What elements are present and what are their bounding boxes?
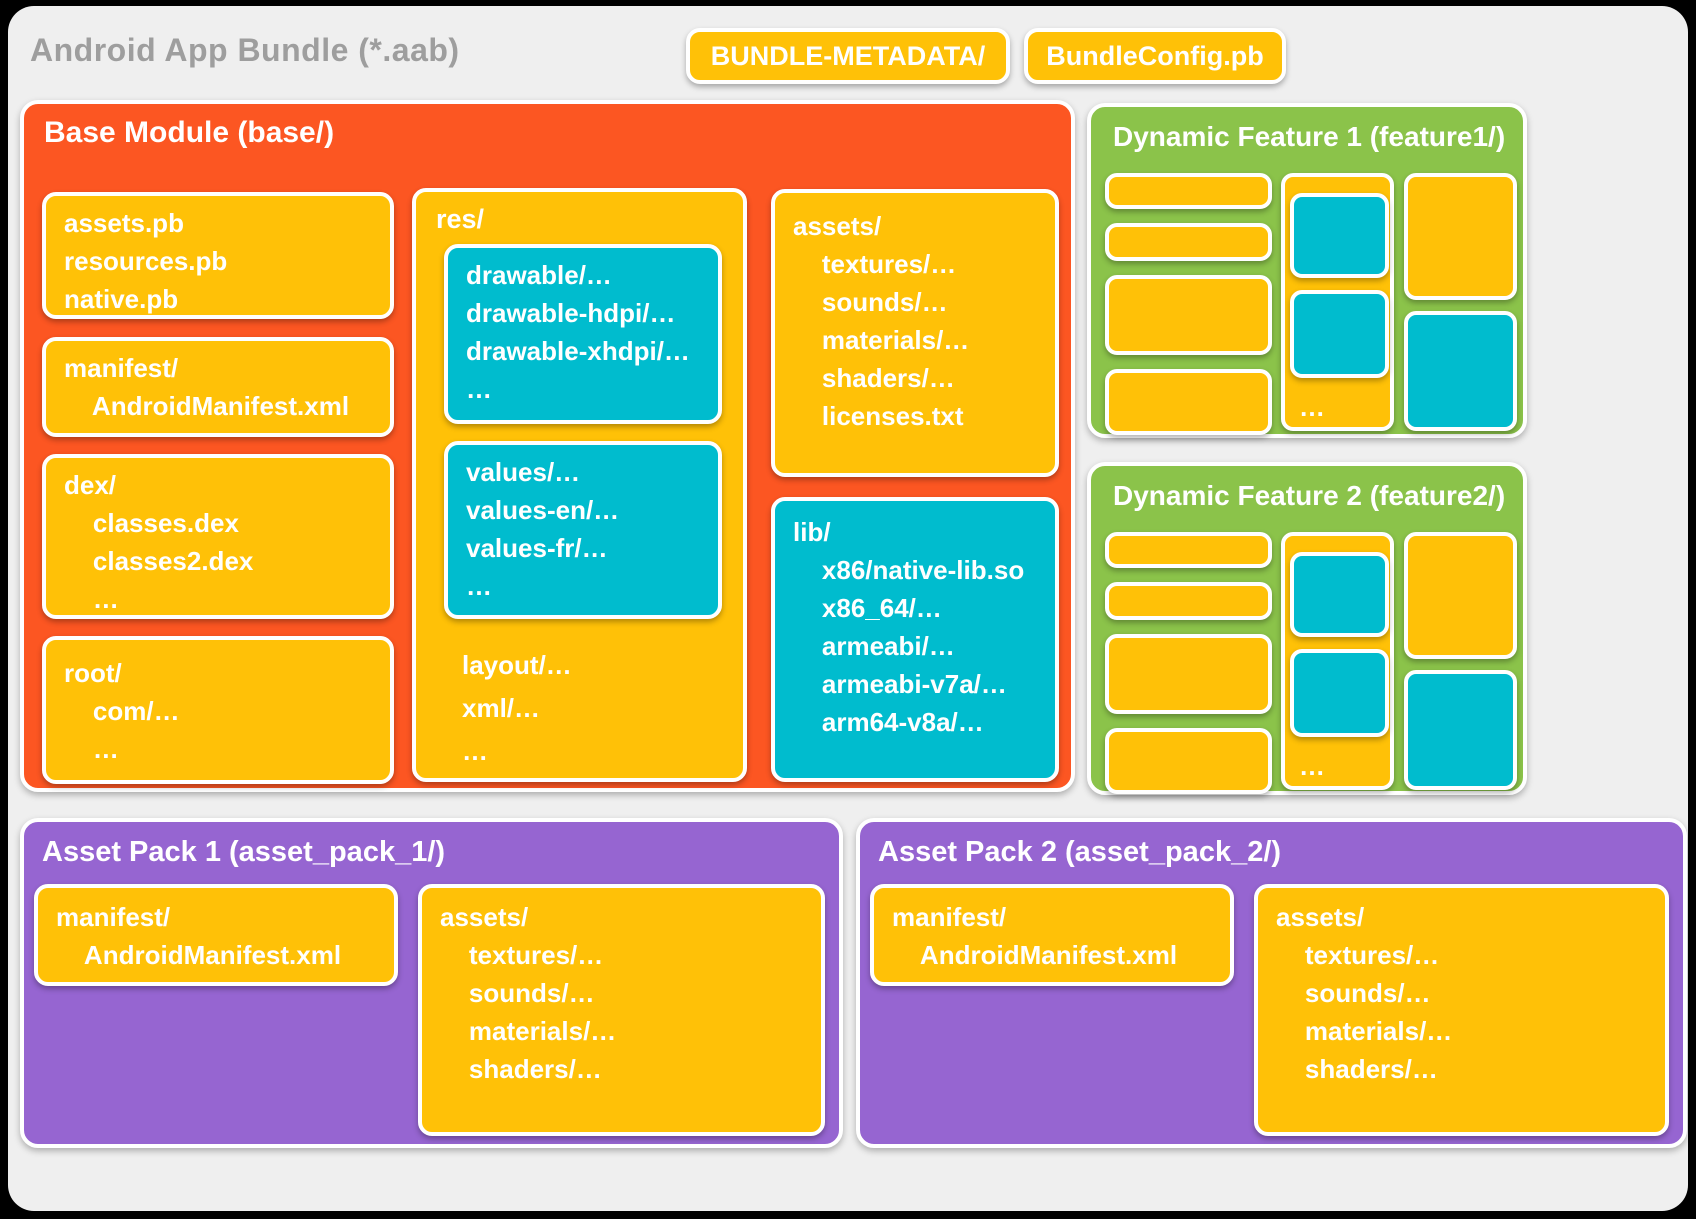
page-title: Android App Bundle (*.aab): [30, 32, 460, 68]
mini-ellipsis-label: …: [1299, 751, 1325, 781]
protos-box: assets.pb resources.pb native.pb: [42, 192, 394, 319]
bundle-config-box: BundleConfig.pb: [1024, 28, 1286, 84]
text-line: drawable-hdpi/…: [466, 298, 676, 328]
text-line: AndroidManifest.xml: [64, 391, 350, 421]
text-line: layout/…: [462, 650, 572, 680]
text-line: sounds/…: [1276, 978, 1431, 1008]
asset-pack-2-title: Asset Pack 2 (asset_pack_2/): [878, 836, 1282, 868]
mini-cyan-box: [1290, 552, 1389, 637]
mini-yellow-box: [1105, 223, 1272, 261]
text-line: resources.pb: [64, 246, 228, 276]
root-box: root/ com/… …: [42, 636, 394, 784]
text-line: root/: [64, 658, 122, 688]
text-line: manifest/: [64, 353, 179, 383]
text-line: AndroidManifest.xml: [56, 940, 342, 970]
res-label: res/: [436, 204, 485, 234]
mini-yellow-box: [1404, 173, 1517, 300]
text-line: x86_64/…: [793, 593, 942, 623]
asset-pack-2-section: Asset Pack 2 (asset_pack_2/) manifest/ A…: [856, 818, 1687, 1148]
dynamic-feature-2-title: Dynamic Feature 2 (feature2/): [1113, 480, 1506, 511]
mini-yellow-box: [1105, 369, 1272, 435]
text-line: drawable-xhdpi/…: [466, 336, 690, 366]
text-line: assets.pb: [64, 208, 184, 238]
text-line: arm64-v8a/…: [793, 707, 984, 737]
mini-ellipsis-label: …: [1299, 392, 1325, 422]
text-line: com/…: [64, 696, 180, 726]
text-line: materials/…: [793, 325, 970, 355]
pack-assets-box: assets/ textures/… sounds/… materials/… …: [418, 884, 825, 1136]
dynamic-feature-2-section: Dynamic Feature 2 (feature2/) …: [1087, 462, 1527, 795]
text-line: manifest/: [892, 902, 1007, 932]
mini-res-box: …: [1281, 532, 1394, 790]
text-line: shaders/…: [440, 1054, 602, 1084]
pack-assets-box: assets/ textures/… sounds/… materials/… …: [1254, 884, 1669, 1136]
text-line: …: [462, 736, 488, 766]
lib-box: lib/ x86/native-lib.so x86_64/… armeabi/…: [771, 497, 1059, 782]
res-box: res/ drawable/… drawable-hdpi/… drawable-x…: [412, 188, 747, 782]
mini-yellow-box: [1105, 728, 1272, 794]
text-line: …: [466, 374, 492, 404]
text-line: sounds/…: [793, 287, 948, 317]
mini-yellow-box: [1105, 634, 1272, 714]
mini-yellow-box: [1105, 532, 1272, 568]
mini-yellow-box: [1404, 532, 1517, 659]
mini-cyan-box: [1404, 670, 1517, 790]
text-line: classes.dex: [64, 508, 239, 538]
text-line: manifest/: [56, 902, 171, 932]
asset-pack-1-section: Asset Pack 1 (asset_pack_1/) manifest/ A…: [20, 818, 843, 1148]
text-line: textures/…: [440, 940, 604, 970]
bundle-metadata-box: BUNDLE-METADATA/: [686, 28, 1010, 84]
text-line: sounds/…: [440, 978, 595, 1008]
text-line: assets/: [1276, 902, 1365, 932]
text-line: …: [64, 734, 119, 764]
text-line: values/…: [466, 457, 581, 487]
mini-cyan-box: [1290, 649, 1389, 737]
text-line: assets/: [793, 211, 882, 241]
text-line: shaders/…: [793, 363, 955, 393]
mini-yellow-box: [1105, 582, 1272, 620]
mini-cyan-box: [1404, 311, 1517, 431]
mini-cyan-box: [1290, 193, 1389, 278]
text-line: …: [466, 571, 492, 601]
text-line: textures/…: [793, 249, 957, 279]
base-assets-box: assets/ textures/… sounds/… materials/… …: [771, 189, 1059, 477]
pack-manifest-box: manifest/ AndroidManifest.xml: [34, 884, 398, 986]
text-line: AndroidManifest.xml: [892, 940, 1178, 970]
res-tail-lines: layout/… xml/… …: [462, 644, 572, 773]
text-line: assets/: [440, 902, 529, 932]
text-line: dex/: [64, 470, 117, 500]
text-line: native.pb: [64, 284, 179, 314]
dynamic-feature-1-section: Dynamic Feature 1 (feature1/) …: [1087, 103, 1527, 438]
mini-res-box: …: [1281, 173, 1394, 431]
base-manifest-box: manifest/ AndroidManifest.xml: [42, 337, 394, 437]
drawable-box: drawable/… drawable-hdpi/… drawable-xhdpi/…: [444, 244, 722, 424]
mini-cyan-box: [1290, 290, 1389, 378]
android-app-bundle-card: Android App Bundle (*.aab) BUNDLE-METADA…: [8, 6, 1688, 1211]
text-line: …: [64, 584, 119, 614]
text-line: values-fr/…: [466, 533, 608, 563]
base-module-title: Base Module (base/): [44, 116, 335, 149]
text-line: armeabi/…: [793, 631, 955, 661]
mini-yellow-box: [1105, 275, 1272, 355]
values-box: values/… values-en/… values-fr/… …: [444, 441, 722, 619]
text-line: materials/…: [1276, 1016, 1453, 1046]
dynamic-feature-1-title: Dynamic Feature 1 (feature1/): [1113, 121, 1506, 152]
text-line: classes2.dex: [64, 546, 254, 576]
text-line: shaders/…: [1276, 1054, 1438, 1084]
pack-manifest-box: manifest/ AndroidManifest.xml: [870, 884, 1234, 986]
text-line: values-en/…: [466, 495, 620, 525]
text-line: x86/native-lib.so: [793, 555, 1025, 585]
text-line: lib/: [793, 517, 831, 547]
text-line: armeabi-v7a/…: [793, 669, 1007, 699]
text-line: materials/…: [440, 1016, 617, 1046]
mini-yellow-box: [1105, 173, 1272, 209]
base-module-section: Base Module (base/) assets.pb resources.p…: [20, 100, 1075, 792]
text-line: xml/…: [462, 693, 541, 723]
dex-box: dex/ classes.dex classes2.dex …: [42, 454, 394, 619]
text-line: licenses.txt: [793, 401, 964, 431]
text-line: textures/…: [1276, 940, 1440, 970]
asset-pack-1-title: Asset Pack 1 (asset_pack_1/): [42, 836, 446, 868]
text-line: drawable/…: [466, 260, 612, 290]
